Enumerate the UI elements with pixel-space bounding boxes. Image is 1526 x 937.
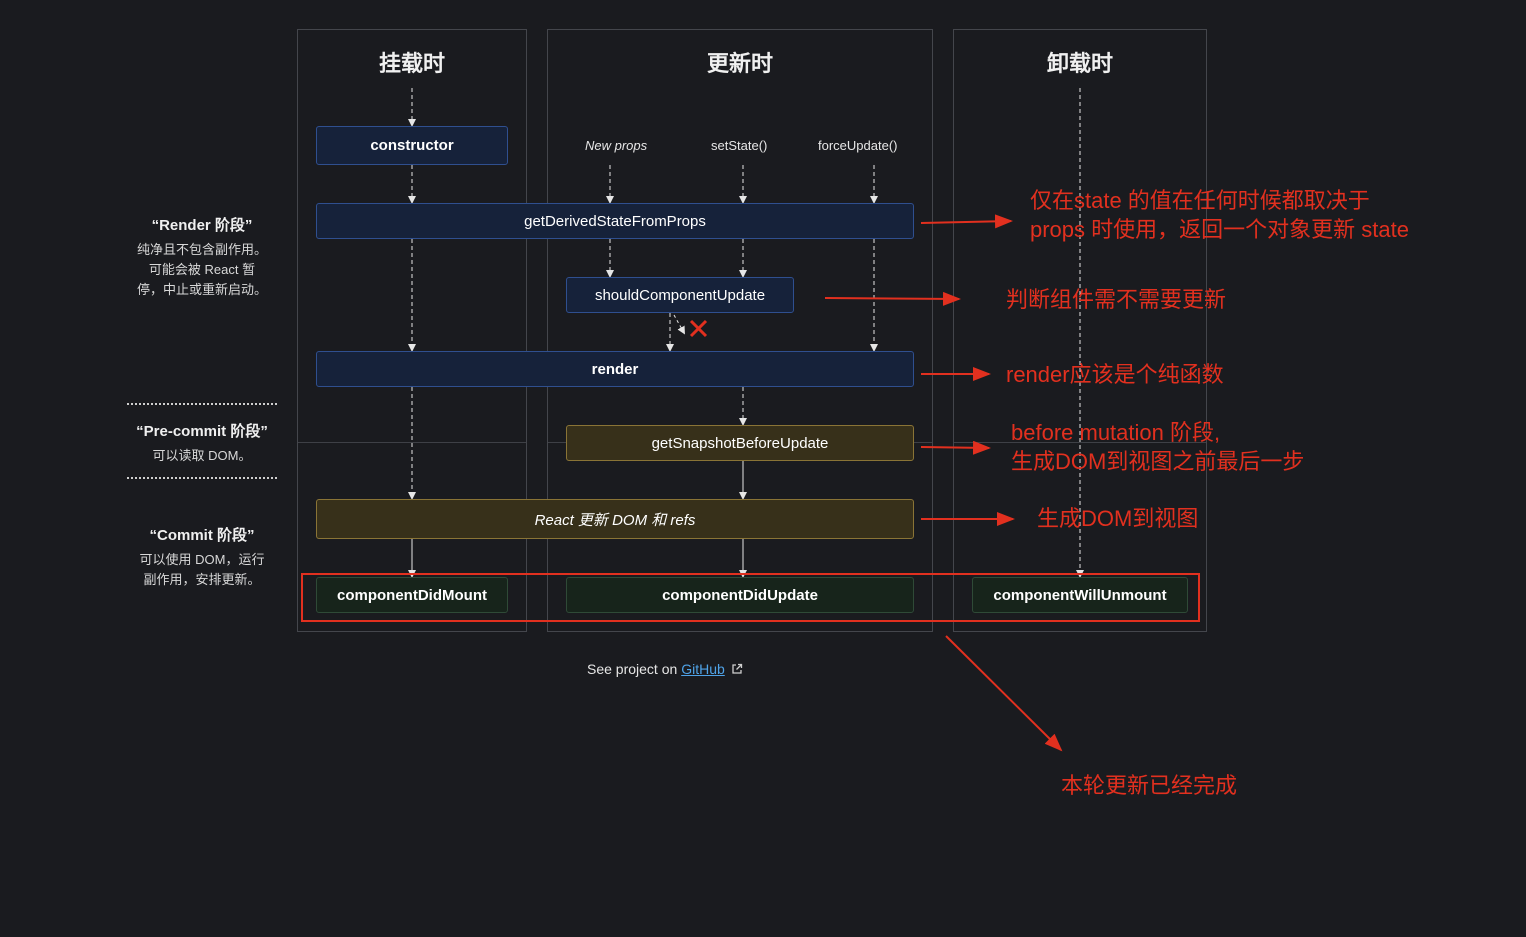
annotation-snapshot-line: 生成DOM到视图之前最后一步 (1011, 449, 1305, 474)
arrow-should-update-note (824, 291, 961, 306)
annotation-derived-state-line: props 时使用，返回一个对象更新 state (1030, 217, 1409, 242)
annotation-render: render应该是个纯函数 (1006, 362, 1224, 387)
mount-column-title: 挂载时 (378, 51, 445, 76)
commit-methods-highlight (301, 573, 1200, 622)
react-update-dom-box: React 更新 DOM 和 refs (316, 499, 914, 539)
footer: See project on GitHub (587, 661, 743, 677)
annotation-derived-state-line: 仅在state 的值在任何时候都取决于 (1030, 188, 1370, 213)
snapshot-box: getSnapshotBeforeUpdate (566, 425, 914, 461)
arrow-derived-state-note (920, 214, 1013, 229)
commit-phase-desc: 可以使用 DOM，运行 副作用，安排更新。 (117, 550, 287, 590)
get-derived-state-box: getDerivedStateFromProps (316, 203, 914, 239)
footer-prefix: See project on (587, 661, 678, 677)
component-will-unmount-box: componentWillUnmount (972, 577, 1188, 613)
precommit-phase-title: “Pre-commit 阶段” (136, 423, 268, 440)
arrow-complete-note (945, 635, 1063, 752)
precommit-phase-desc: 可以读取 DOM。 (117, 446, 287, 466)
mount-column (297, 29, 527, 632)
phase-divider-bottom (127, 477, 277, 479)
component-did-update-box: componentDidUpdate (566, 577, 914, 613)
connector-should-update-false (673, 314, 685, 335)
annotation-derived-state: 仅在state 的值在任何时候都取决于 props 时使用，返回一个对象更新 s… (1030, 186, 1409, 244)
phase-separator-mount (298, 442, 526, 443)
annotation-snapshot-line: before mutation 阶段, (1011, 420, 1221, 445)
render-box: render (316, 351, 914, 387)
component-did-mount-box: componentDidMount (316, 577, 508, 613)
commit-phase-title: “Commit 阶段” (149, 527, 255, 544)
render-phase-desc-line: 纯净且不包含副作用。 (136, 242, 267, 257)
trigger-new-props: New props (585, 138, 648, 153)
commit-phase-desc-line: 可以使用 DOM，运行 (139, 552, 265, 567)
trigger-force-update: forceUpdate() (818, 138, 898, 153)
unmount-column-title: 卸载时 (1046, 51, 1113, 76)
annotation-complete: 本轮更新已经完成 (1061, 773, 1238, 798)
constructor-box: constructor (316, 126, 508, 165)
phase-divider-top (127, 403, 277, 405)
trigger-set-state: setState() (711, 138, 768, 153)
render-phase-desc-line: 停，中止或重新启动。 (136, 282, 267, 297)
no-update-cross-icon (689, 319, 708, 338)
annotation-react-update: 生成DOM到视图 (1037, 506, 1199, 531)
commit-phase-desc-line: 副作用，安排更新。 (143, 572, 261, 587)
arrow-snapshot-note (920, 440, 991, 455)
render-phase-title: “Render 阶段” (151, 217, 253, 234)
render-phase-desc: 纯净且不包含副作用。 可能会被 React 暂 停，中止或重新启动。 (117, 240, 287, 300)
unmount-column (953, 29, 1207, 632)
annotation-should-update: 判断组件需不需要更新 (1006, 287, 1227, 312)
should-component-update-box: shouldComponentUpdate (566, 277, 794, 313)
render-phase-desc-line: 可能会被 React 暂 (148, 262, 256, 277)
phase-separator-unmount (954, 442, 1206, 443)
github-link[interactable]: GitHub (681, 661, 725, 677)
annotation-snapshot: before mutation 阶段, 生成DOM到视图之前最后一步 (1011, 418, 1304, 476)
update-column (547, 29, 933, 632)
external-link-icon[interactable] (731, 663, 743, 675)
precommit-phase-desc-line: 可以读取 DOM。 (152, 448, 252, 463)
update-column-title: 更新时 (706, 51, 773, 76)
